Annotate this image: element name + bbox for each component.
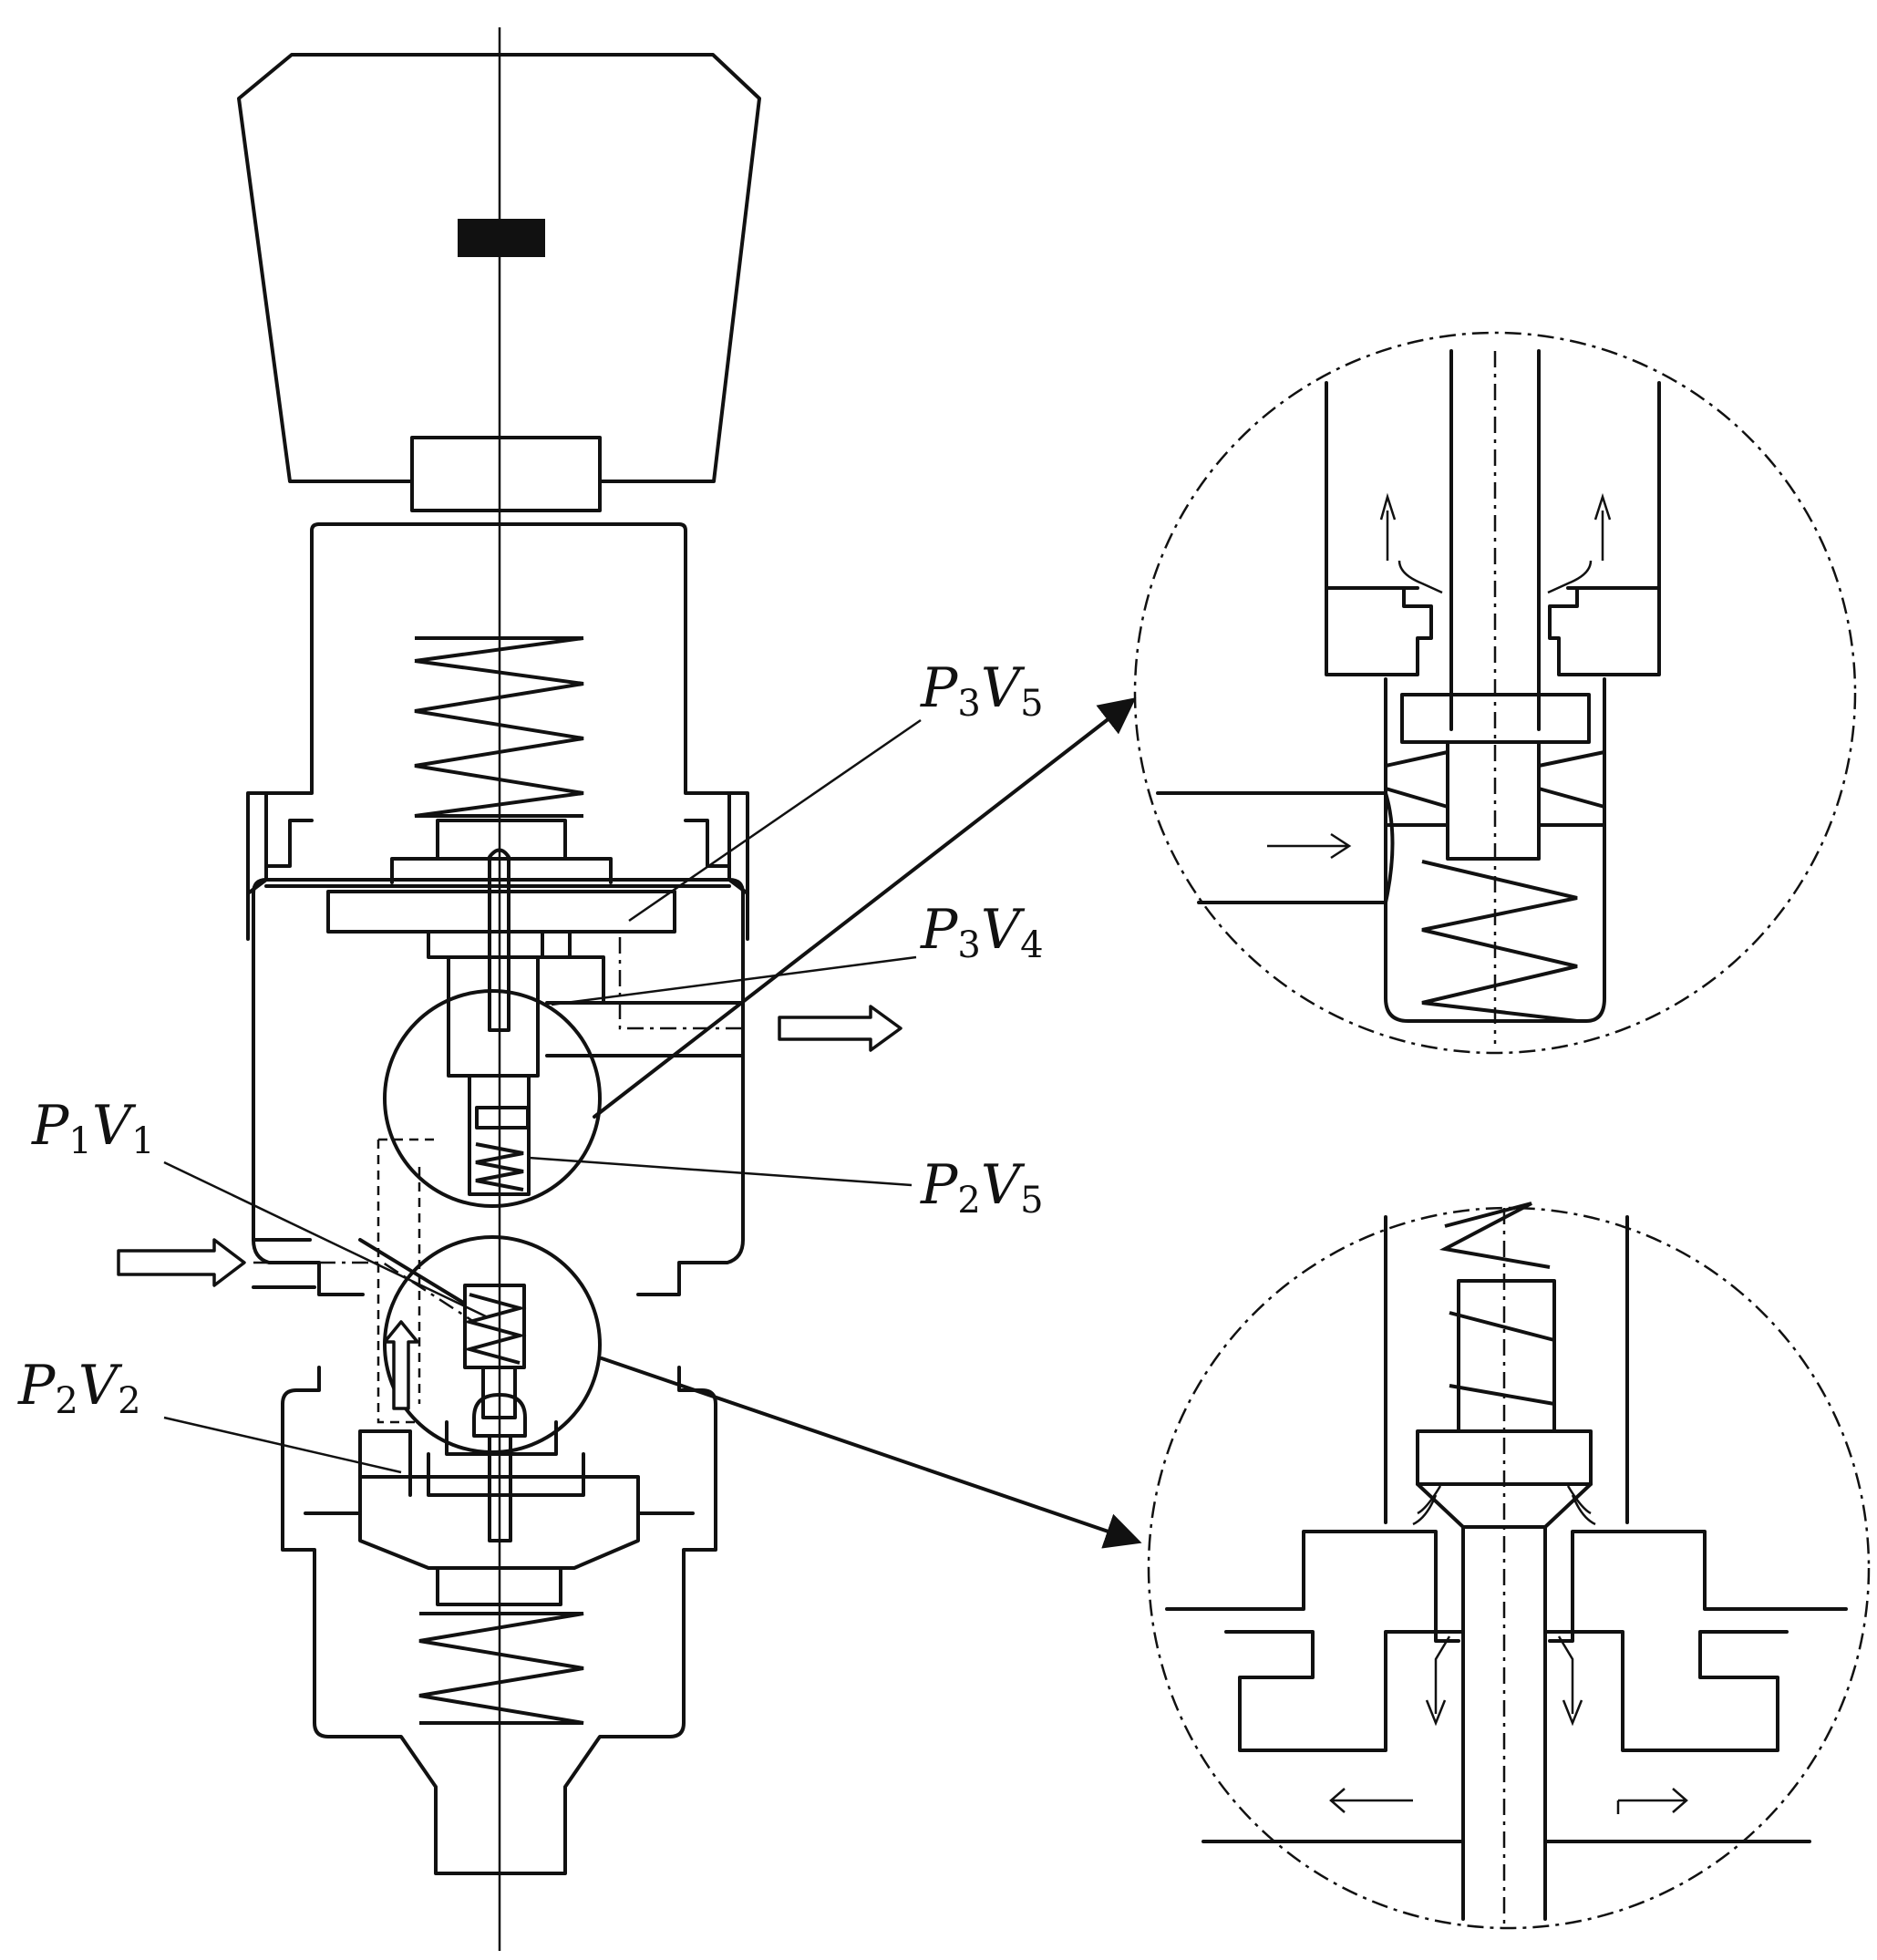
bonnet-neck: [410, 480, 602, 512]
up-flow-arrow: [383, 1320, 419, 1410]
label-p2v2: P2V2: [17, 1354, 141, 1422]
detail-circle-lower: [383, 1235, 602, 1454]
pointer-arrow-upper: [593, 697, 1137, 1119]
upper-spring: [414, 636, 584, 818]
inlet-arrow: [117, 1238, 246, 1287]
regulator-body: [117, 27, 902, 1951]
lower-spring: [418, 1612, 584, 1725]
upper-diaphragm: [390, 857, 613, 884]
label-p2v5: P2V5: [920, 1153, 1044, 1222]
pointer-arrow-lower: [600, 1357, 1142, 1549]
detail-circle-upper: [383, 989, 602, 1208]
leader-p3v4: [551, 955, 917, 1006]
lower-diaphragm: [358, 1429, 412, 1497]
upper-spring-housing: [317, 522, 749, 941]
leader-p3v5: [628, 718, 922, 923]
handwheel-marker: [458, 219, 545, 257]
handwheel: [237, 53, 761, 483]
detail-view-lower: [1147, 1202, 1871, 1930]
leader-p2v5: [528, 1156, 913, 1187]
outlet-arrow: [778, 1005, 902, 1052]
main-body: [264, 878, 745, 1296]
leader-p1v1: [163, 1161, 489, 1319]
leader-p2v2: [163, 1416, 402, 1474]
upper-valve-stem: [488, 848, 511, 1032]
label-p3v4: P3V4: [920, 898, 1044, 966]
label-p3v5: P3V5: [920, 656, 1044, 725]
lower-cap: [281, 1366, 321, 1406]
label-p1v1: P1V1: [31, 1094, 155, 1162]
detail-view-upper: [1133, 331, 1857, 1055]
